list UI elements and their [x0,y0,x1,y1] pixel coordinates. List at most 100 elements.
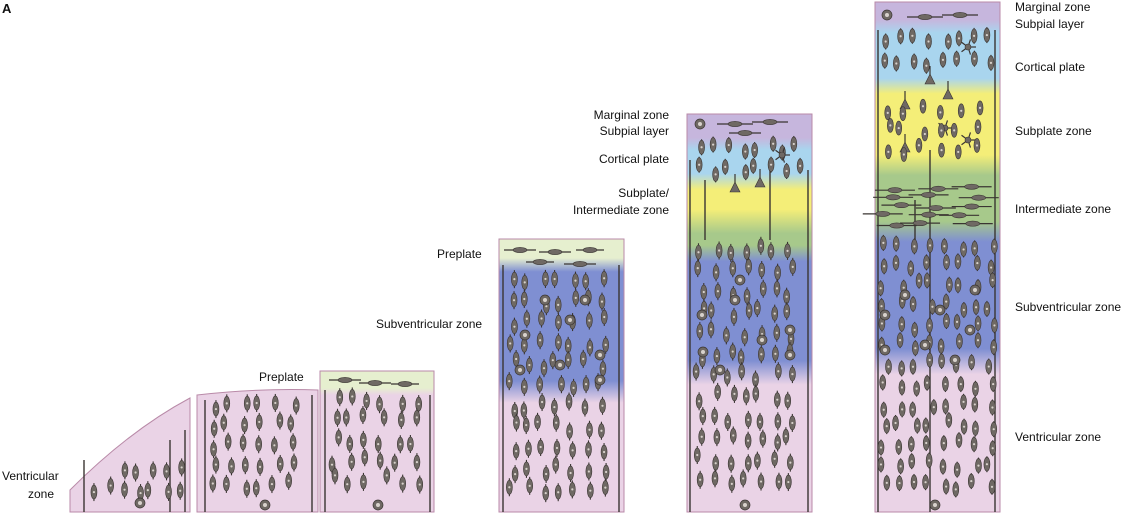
cell-nucleus [927,40,930,43]
cell-nucleus [241,441,245,444]
cell-nucleus [902,286,905,289]
cell-nucleus [508,380,511,383]
cell-nucleus [152,469,155,472]
cell-nucleus [246,402,249,405]
horizontal-cell [921,211,937,218]
cell-nucleus [883,265,886,268]
cell-nucleus [788,328,792,332]
cell-nucleus [973,247,976,250]
cell-nucleus [540,317,543,320]
cell-nucleus [972,34,976,37]
cell-nucleus [756,459,759,462]
cell-nucleus [786,399,789,402]
cell-nucleus [985,463,989,466]
cell-nucleus [923,132,926,136]
cell-nucleus [351,395,354,398]
cell-nucleus [993,245,996,248]
cell-nucleus [255,401,258,405]
neuron [964,136,972,144]
cell-nucleus [932,406,935,409]
cell-nucleus [769,250,773,253]
cell-nucleus [745,395,748,398]
pyramidal-neuron [754,176,766,188]
cell-nucleus [179,489,182,492]
cell-nucleus [987,365,990,368]
cell-nucleus [898,339,902,342]
cell-nucleus [333,474,337,477]
cell-nucleus [885,425,888,428]
cell-nucleus [791,265,794,268]
cell-nucleus [756,306,759,310]
cell-nucleus [945,261,948,264]
cell-nucleus [589,489,592,492]
cell-nucleus [894,261,898,264]
cell-nucleus [776,271,779,274]
pyramidal-neuron [942,88,954,100]
cell-nucleus [973,403,976,406]
cell-nucleus [959,382,962,386]
cell-nucleus [401,402,404,406]
cell-nucleus [747,265,750,268]
label-subpial-layer-s4: Subpial layer [600,124,669,138]
cell-nucleus [774,352,777,355]
cell-nucleus [415,416,418,419]
label-intermediate-zone-s4: Intermediate zone [573,203,669,217]
cell-nucleus [942,442,945,445]
stage-1-cells [83,430,186,512]
cell-nucleus [700,435,703,438]
horizontal-cell [572,261,588,267]
cell-nucleus [897,126,900,130]
cell-nucleus [975,144,979,147]
cell-nucleus [567,344,570,347]
cell-nucleus [539,339,542,342]
horizontal-cell [532,259,548,265]
cell-nucleus [976,261,979,265]
cell-nucleus [791,421,794,425]
cell-nucleus [345,416,348,419]
cell-nucleus [911,365,915,368]
cell-nucleus [889,124,892,127]
cell-nucleus [895,62,898,65]
cell-nucleus [273,444,276,447]
cell-nucleus [747,439,750,442]
cell-nucleus [385,474,388,477]
cell-nucleus [947,419,950,422]
cell-nucleus [714,173,717,176]
cell-nucleus [924,481,927,484]
cell-nucleus [257,443,260,446]
cell-nucleus [698,163,701,166]
stage-3-cells [502,247,620,512]
cell-nucleus [940,359,943,362]
cell-nucleus [957,150,960,154]
cell-nucleus [400,418,403,421]
cell-nucleus [544,492,547,495]
stage-5-cells [862,9,999,512]
cell-nucleus [717,249,721,252]
cell-nucleus [894,421,897,425]
cell-nucleus [545,305,548,308]
cell-nucleus [973,57,976,60]
cell-nucleus [571,449,574,452]
label-subventricular-zone-s5: Subventricular zone [1015,300,1121,314]
horizontal-cell [762,119,778,125]
cell-nucleus [278,419,282,422]
cell-nucleus [880,305,883,308]
cell-nucleus [785,310,788,313]
cell-nucleus [776,420,779,423]
cell-nucleus [883,59,886,62]
cell-nucleus [258,420,261,424]
cell-nucleus [882,241,885,244]
cell-nucleus [977,464,980,467]
cell-nucleus [604,470,608,474]
cell-nucleus [776,441,779,444]
cell-nucleus [255,487,258,490]
label-ventricular-zone-s1-line1: Ventricular [2,469,59,483]
cell-nucleus [991,406,994,409]
cell-nucleus [976,125,980,128]
cell-nucleus [515,421,518,424]
cell-nucleus [544,277,547,281]
cell-nucleus [583,406,587,409]
cell-nucleus [926,279,929,282]
cell-nucleus [745,295,749,298]
cell-nucleus [713,414,716,417]
